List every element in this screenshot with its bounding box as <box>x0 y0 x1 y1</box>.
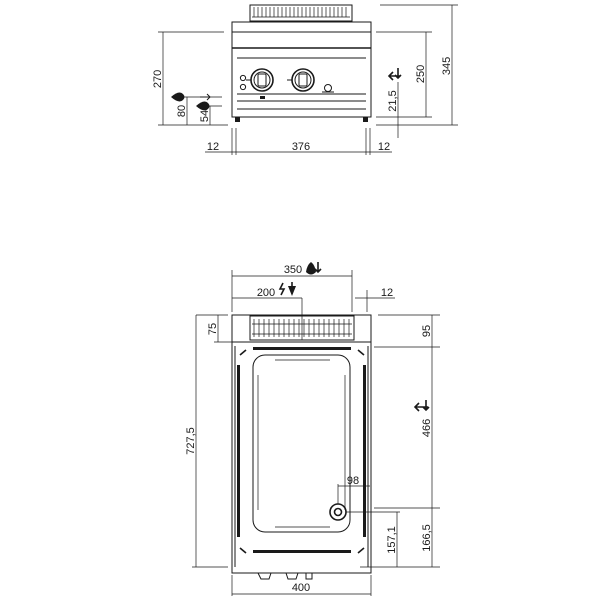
drain-hole-icon <box>329 503 347 521</box>
flue-grille <box>249 4 353 22</box>
dim-overall-depth: 727,5 <box>185 427 197 455</box>
gas-inlet-icon <box>171 92 185 102</box>
drain-arrow-icon <box>387 68 402 81</box>
dim-drain-x-offset: 98 <box>347 475 359 487</box>
appliance-top-outline <box>231 314 372 574</box>
dim-electric-connection-x: 200 <box>257 287 275 299</box>
dim-back-offset: 12 <box>381 287 393 299</box>
flow-arrow-icon <box>200 93 211 101</box>
dim-back-to-drain-zone: 95 <box>421 325 433 337</box>
dim-flue-depth: 75 <box>207 323 219 335</box>
front-view: 270 80 54 345 250 21,5 12 376 12 <box>152 4 458 155</box>
water-inlet-icon <box>196 101 210 111</box>
dim-gas-connection-x: 350 <box>284 264 302 276</box>
indicator-light-icon <box>239 74 247 82</box>
dim-drain-from-front: 157,1 <box>386 526 398 554</box>
drain-valve-icon <box>260 96 265 99</box>
gas-connection-icon <box>306 262 316 275</box>
dim-worktop-height: 250 <box>415 65 427 83</box>
dim-foot-span: 376 <box>292 141 310 153</box>
indicator-light-icon <box>239 83 247 91</box>
dim-left-foot-offset: 12 <box>207 141 219 153</box>
dim-gas-inlet-height: 80 <box>176 105 188 117</box>
foot <box>235 117 240 122</box>
dim-drain-zone-front: 166,5 <box>421 524 433 552</box>
control-knob-icon <box>246 68 274 92</box>
appliance-body <box>231 21 372 118</box>
dim-water-inlet-height: 54 <box>199 110 211 122</box>
dim-drain-zone: 466 <box>421 419 433 437</box>
dim-body-height: 270 <box>152 70 164 88</box>
drain-arrow-icon <box>413 400 430 412</box>
flow-arrow-icon <box>288 286 296 296</box>
ignition-button-icon <box>322 84 334 93</box>
foot <box>363 117 368 122</box>
control-knob-icon <box>287 68 315 92</box>
dim-drain-offset: 21,5 <box>387 90 399 111</box>
dim-total-height: 345 <box>441 57 453 75</box>
dim-overall-width: 400 <box>292 582 310 594</box>
electric-connection-icon <box>278 282 286 296</box>
flow-arrow-icon <box>314 262 322 274</box>
dim-right-foot-offset: 12 <box>378 141 390 153</box>
tank-well <box>252 354 351 533</box>
top-view: 350 200 12 75 727,5 95 466 166,5 157,1 <box>185 262 440 596</box>
